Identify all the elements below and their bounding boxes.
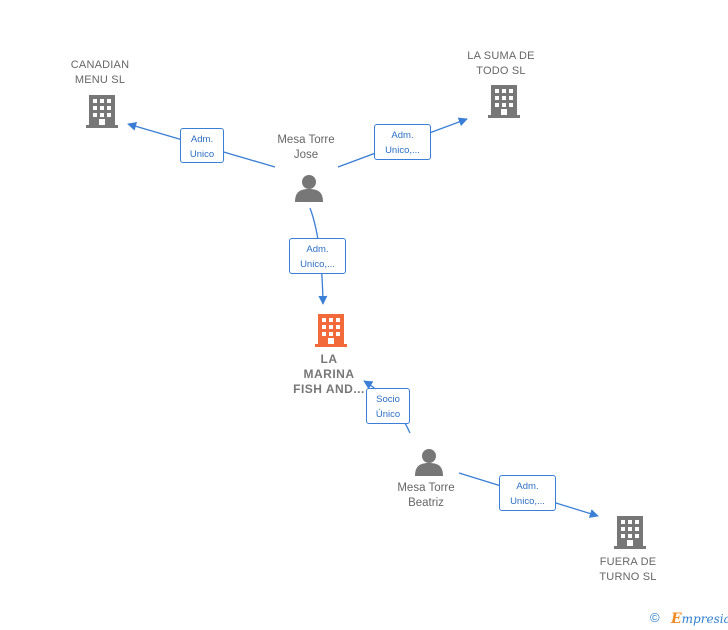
edge-badge-beatriz-marina[interactable]: Socio Único: [366, 388, 410, 424]
mesa-jose-line1: Mesa Torre: [277, 134, 335, 146]
fuera-turno-building-icon[interactable]: [614, 516, 646, 549]
mesa-jose-person-icon[interactable]: [295, 175, 323, 202]
edge-badge-jose-marina[interactable]: Adm. Unico,...: [289, 238, 346, 274]
canadian-menu-line2: MENU SL: [74, 74, 126, 86]
edge-badge-line1: Adm.: [391, 130, 414, 141]
edge-badge-line2: Único: [375, 409, 401, 420]
la-marina-label[interactable]: LA MARINA FISH AND...: [284, 352, 374, 397]
fuera-turno-line2: TURNO SL: [599, 571, 657, 583]
mesa-beatriz-person-icon[interactable]: [415, 449, 443, 476]
edge-badge-line1: Adm.: [516, 481, 539, 492]
edge-badge-line2: Unico,...: [385, 145, 420, 156]
mesa-beatriz-line1: Mesa Torre: [397, 482, 455, 494]
la-suma-line1: LA SUMA DE: [467, 50, 535, 62]
brand-initial: E: [671, 611, 682, 627]
edge-badge-line1: Adm.: [190, 134, 214, 145]
brand-rest: mpresia: [681, 612, 728, 626]
edge-badge-line1: Adm.: [306, 244, 329, 255]
edge-badge-beatriz-fuera[interactable]: Adm. Unico,...: [499, 475, 556, 511]
la-marina-line2: MARINA: [303, 367, 355, 381]
empresia-logo[interactable]: Empresia: [671, 611, 728, 627]
fuera-turno-label[interactable]: FUERA DE TURNO SL: [583, 555, 673, 585]
canadian-menu-label[interactable]: CANADIAN MENU SL: [55, 58, 145, 88]
mesa-jose-label[interactable]: Mesa Torre Jose: [261, 133, 351, 163]
edge-badge-line2: Unico,...: [300, 259, 335, 270]
edge-badge-jose-canadian[interactable]: Adm. Unico: [180, 128, 224, 163]
edge-badge-jose-suma[interactable]: Adm. Unico,...: [374, 124, 431, 160]
canadian-menu-line1: CANADIAN: [70, 59, 130, 71]
la-marina-building-icon[interactable]: [315, 314, 347, 347]
edge-badge-line2: Unico: [189, 149, 215, 160]
mesa-beatriz-line2: Beatriz: [408, 497, 444, 509]
edge-badge-line1: Socio: [376, 394, 400, 405]
la-suma-building-icon[interactable]: [488, 85, 520, 118]
la-suma-line2: TODO SL: [476, 65, 526, 77]
la-suma-label[interactable]: LA SUMA DE TODO SL: [456, 49, 546, 79]
mesa-jose-line2: Jose: [293, 149, 319, 161]
edge-badge-line2: Unico,...: [510, 496, 545, 507]
mesa-beatriz-label[interactable]: Mesa Torre Beatriz: [381, 481, 471, 511]
fuera-turno-line1: FUERA DE: [599, 556, 657, 568]
copyright-symbol: ©: [650, 610, 660, 625]
canadian-menu-building-icon[interactable]: [86, 95, 118, 128]
la-marina-line1: LA: [320, 352, 338, 366]
la-marina-line3: FISH AND...: [293, 382, 365, 396]
